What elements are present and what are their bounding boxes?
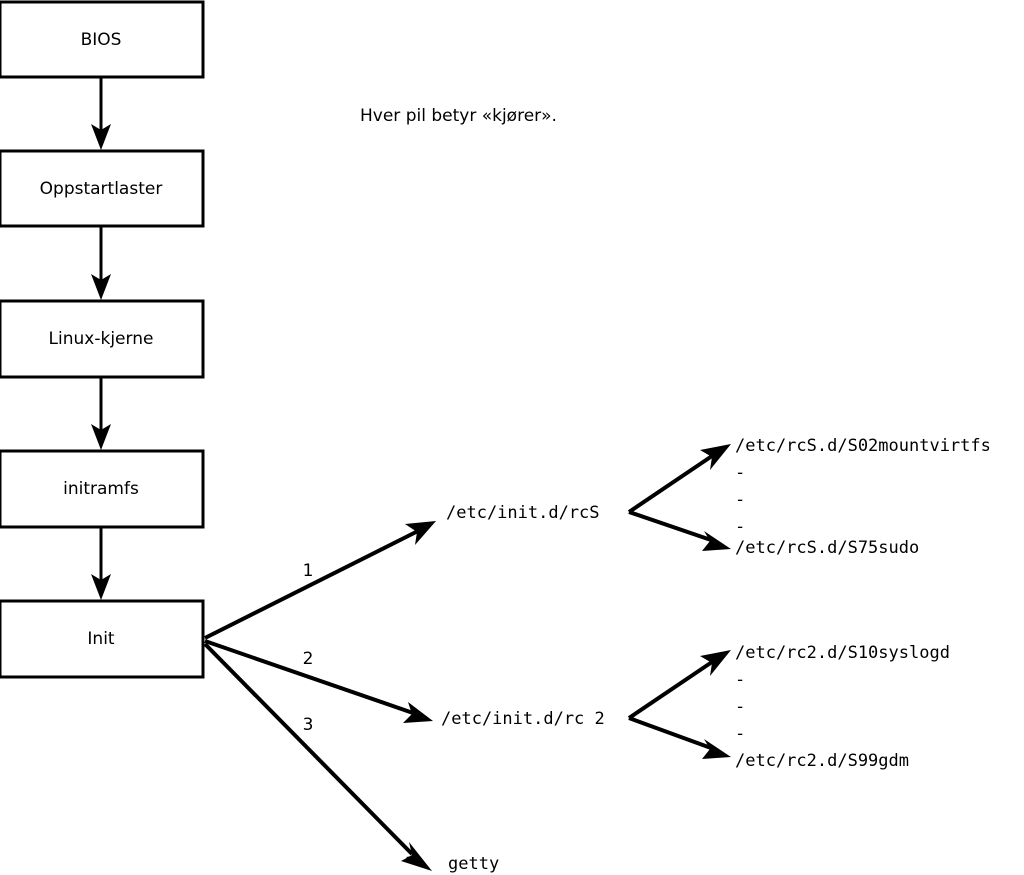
node-bios[interactable]: BIOS: [0, 0, 205, 79]
rcs-ellipsis-2: -: [735, 490, 745, 510]
arrow-bootloader-to-kernel: [91, 226, 111, 300]
branch-target-rc2: /etc/init.d/rc 2: [441, 709, 605, 729]
node-init-label: Init: [87, 629, 115, 649]
arrow-rcs-to-last-script: [628, 510, 731, 551]
arrow-init-branch-2: [204, 639, 433, 723]
branch-number-1: 1: [303, 561, 314, 581]
arrow-initramfs-to-init: [91, 527, 111, 600]
node-bootloader[interactable]: Oppstartlaster: [0, 149, 205, 228]
node-initramfs[interactable]: initramfs: [0, 449, 205, 529]
rcs-script-last: /etc/rcS.d/S75sudo: [735, 538, 919, 558]
rc2-script-last: /etc/rc2.d/S99gdm: [735, 751, 909, 771]
rc2-ellipsis-1: -: [735, 670, 745, 690]
arrow-rcs-to-first-script: [627, 444, 731, 514]
arrow-bios-to-bootloader: [91, 77, 111, 150]
node-kernel-label: Linux-kjerne: [49, 329, 154, 349]
arrow-rc2-to-last-script: [628, 716, 731, 759]
rc2-script-first: /etc/rc2.d/S10syslogd: [735, 643, 950, 663]
arrow-init-branch-3: [203, 642, 432, 871]
arrow-rc2-to-first-script: [627, 650, 731, 720]
branch-target-getty: getty: [448, 854, 499, 874]
arrow-kernel-to-initramfs: [91, 377, 111, 450]
node-bootloader-label: Oppstartlaster: [40, 179, 163, 199]
node-initramfs-box[interactable]: [0, 449, 205, 529]
node-bios-box[interactable]: [0, 0, 205, 79]
branch-number-2: 2: [303, 649, 314, 669]
node-kernel-box[interactable]: [0, 299, 205, 379]
node-bootloader-box[interactable]: [0, 149, 205, 228]
diagram-note: Hver pil betyr «kjører».: [360, 106, 557, 126]
branch-target-rcs: /etc/init.d/rcS: [446, 503, 600, 523]
node-kernel[interactable]: Linux-kjerne: [0, 299, 205, 379]
node-initramfs-label: initramfs: [63, 479, 139, 499]
rcs-ellipsis-1: -: [735, 463, 745, 483]
node-bios-label: BIOS: [81, 30, 122, 50]
branch-number-3: 3: [303, 715, 314, 735]
rc2-ellipsis-3: -: [735, 724, 745, 744]
rcs-ellipsis-3: -: [735, 517, 745, 537]
node-init[interactable]: Init: [0, 599, 205, 679]
rc2-ellipsis-2: -: [735, 697, 745, 717]
rcs-script-first: /etc/rcS.d/S02mountvirtfs: [735, 436, 991, 456]
node-init-box[interactable]: [0, 599, 205, 679]
arrow-init-branch-1: [204, 521, 436, 640]
